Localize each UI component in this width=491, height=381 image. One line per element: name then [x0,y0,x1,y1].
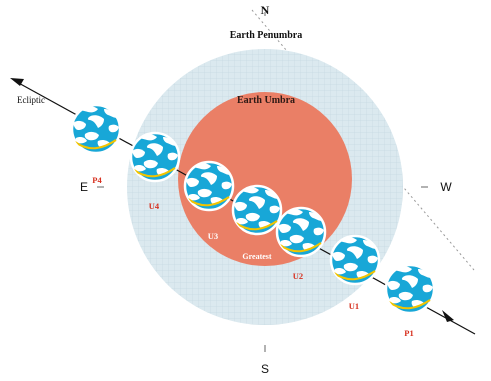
moon-motion-arrow-icon [442,310,454,322]
west-label: W [440,180,452,194]
earth-umbra-label: Earth Umbra [237,95,295,106]
east-label: E [80,180,88,194]
contact-label-u2: U2 [293,271,303,281]
north-label: N [261,3,270,17]
contact-label-u4: U4 [149,201,160,211]
moon-icon [233,186,281,234]
moon-icon [331,236,379,284]
contact-label-u1: U1 [349,301,359,311]
moon-disc-p4 [72,105,120,153]
moon-icon [185,162,233,210]
moon-icon [72,105,120,153]
moon-icon [386,265,434,313]
earth-penumbra-label: Earth Penumbra [230,30,303,41]
greatest-label: Greatest [242,252,272,261]
moon-disc-u1 [331,236,379,284]
ecliptic-label: Ecliptic [17,95,45,105]
moon-disc-u4 [131,133,179,181]
moon-icon [277,208,325,256]
moon-disc-u3 [185,162,233,210]
moon-disc-greatest [233,186,281,234]
contact-label-u3: U3 [208,231,218,241]
south-label: S [261,362,269,376]
moon-icon [131,133,179,181]
contact-label-p1: P1 [404,328,413,338]
ecliptic-arrow-icon [10,78,24,86]
moon-disc-u2 [277,208,325,256]
moon-disc-p1 [386,265,434,313]
contact-label-p4: P4 [92,175,102,185]
